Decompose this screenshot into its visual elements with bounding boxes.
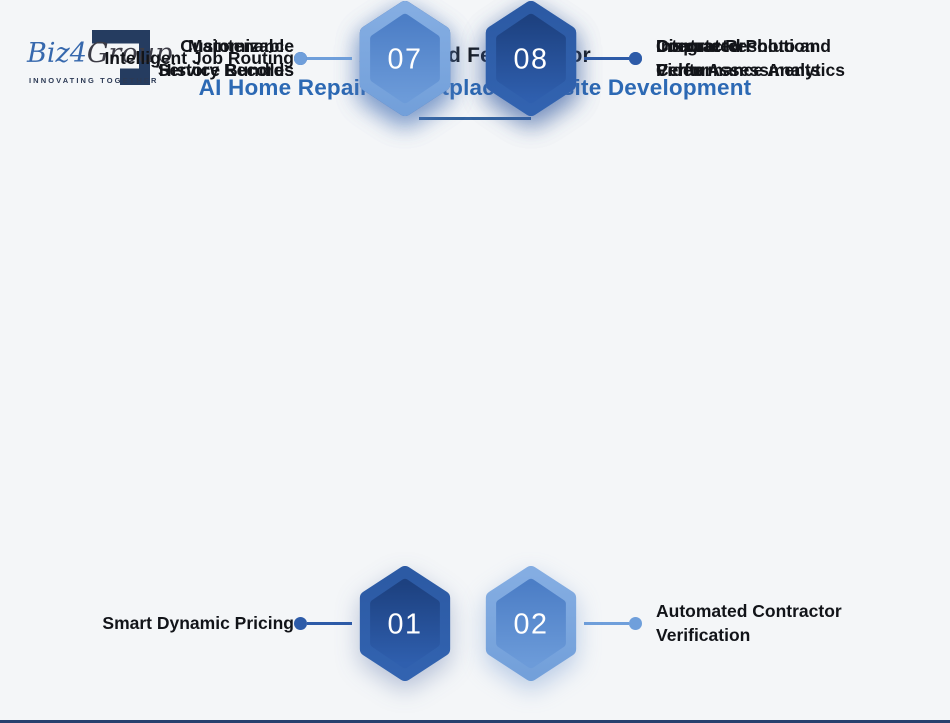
feature-label-line: Service Bundles	[157, 59, 294, 80]
logo-brand-prefix: Biz	[27, 38, 70, 69]
feature-label-line: Integrated Photo and	[656, 36, 831, 57]
feature-number: 01	[387, 609, 422, 641]
hexagon-badge: 01	[359, 566, 451, 681]
connector-dot-icon	[294, 617, 307, 630]
feature-label-line: Performance Analytics	[656, 59, 846, 80]
connector-dot-icon	[629, 617, 642, 630]
feature-label-line: Dispute Resolution	[656, 36, 816, 57]
logo-tagline: INNOVATING TOGETHER	[29, 76, 159, 85]
connector-line	[307, 622, 352, 625]
logo-bracket-icon	[92, 30, 150, 85]
feature-label: Automated Contractor Verification	[656, 600, 888, 646]
hexagon-badge: 07	[359, 1, 451, 116]
biz4group-logo: Biz4Group INNOVATING TOGETHER	[25, 14, 175, 92]
connector-line	[584, 57, 629, 60]
connector-line	[584, 622, 629, 625]
feature-label: Smart Dynamic Pricing	[62, 612, 294, 635]
connector-line	[307, 57, 352, 60]
feature-number: 08	[513, 44, 548, 76]
connector	[584, 52, 642, 65]
connector-dot-icon	[629, 52, 642, 65]
feature-label-line: Contractor	[656, 36, 746, 57]
logo-brand-digit: 4	[69, 38, 87, 69]
feature-07: Customizable Service Bundles 07	[62, 0, 458, 117]
feature-label-line: Video Assessments	[656, 59, 821, 80]
logo-brand-text: Biz4Group	[27, 38, 172, 69]
page-title-line2: AI Home Repair Marketplace Website Devel…	[198, 75, 752, 100]
connector-dot-icon	[294, 52, 307, 65]
feature-08: 08 Integrated Photo and Video Assessment…	[478, 0, 888, 117]
title-underline	[419, 117, 531, 120]
feature-label-line: Intelligent Job Routing	[104, 47, 294, 68]
feature-row-1: Smart Dynamic Pricing 01 02	[0, 565, 950, 682]
hexagon-badge: 02	[485, 566, 577, 681]
feature-label: Contractor Performance Analytics	[656, 35, 888, 81]
connector	[294, 52, 352, 65]
feature-label-line: Customizable	[180, 36, 294, 57]
feature-label: Dispute Resolution Center	[656, 35, 888, 81]
feature-label-line: Maintenance	[188, 36, 294, 57]
feature-label: Maintenance History Records	[62, 35, 294, 81]
feature-label-line: Verification	[656, 624, 751, 645]
feature-02: 02 Automated Contractor Verification	[478, 565, 888, 682]
connector	[584, 617, 642, 630]
feature-label-line: Smart Dynamic Pricing	[102, 612, 294, 633]
feature-label-line: Center	[656, 59, 712, 80]
connector	[294, 617, 352, 630]
feature-label: Customizable Service Bundles	[62, 35, 294, 81]
logo-brand-suffix: Group	[86, 38, 173, 69]
feature-number: 07	[387, 44, 422, 76]
feature-label: Intelligent Job Routing	[62, 47, 294, 70]
feature-01: Smart Dynamic Pricing 01	[62, 565, 458, 682]
feature-label-line: Automated Contractor	[656, 601, 842, 622]
hexagon-badge: 08	[485, 1, 577, 116]
feature-number: 02	[513, 609, 548, 641]
feature-label-line: History Records	[158, 59, 294, 80]
feature-row-4: Customizable Service Bundles 07 08	[0, 0, 950, 117]
feature-label: Integrated Photo and Video Assessments	[656, 35, 888, 81]
